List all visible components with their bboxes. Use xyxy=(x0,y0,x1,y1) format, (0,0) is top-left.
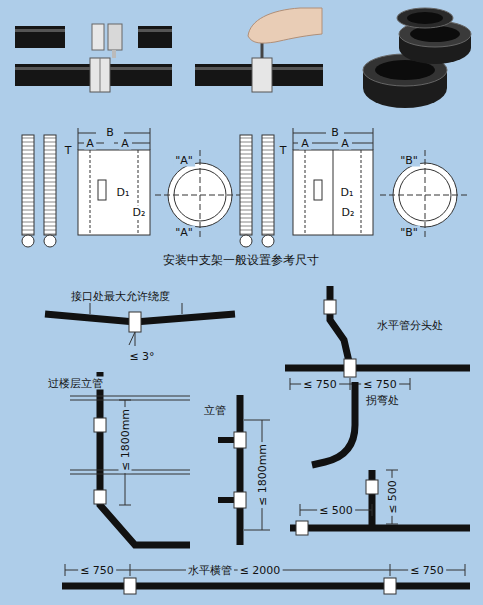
dimension-label: ≤ 750 xyxy=(361,378,399,391)
dimension-label: 过楼层立管 xyxy=(46,377,105,390)
dimension-letter: D₂ xyxy=(131,206,148,219)
dimension-label: ≤ 1800mm xyxy=(256,442,269,508)
dimension-label: ≤ 2000 xyxy=(238,564,283,577)
dimension-letter: D₁ xyxy=(339,186,356,199)
dimension-label: ≤ 750 xyxy=(301,378,339,391)
dimension-label: ≤ 750 xyxy=(408,564,446,577)
dimension-letter: A xyxy=(84,137,96,150)
dimension-label: ≤ 750 xyxy=(78,564,116,577)
dimension-letter: "B" xyxy=(398,154,420,167)
dimension-letter: "A" xyxy=(173,226,195,239)
dimension-letter: D₁ xyxy=(115,186,132,199)
dimension-letter: T xyxy=(63,144,74,157)
dimension-label: 拐弯处 xyxy=(364,394,401,407)
dimension-label: ≤ 3° xyxy=(127,350,156,363)
dimension-letter: "B" xyxy=(398,226,420,239)
dimension-label: 水平管分头处 xyxy=(375,319,445,332)
coupling-photo xyxy=(363,8,471,108)
coupling-drawing xyxy=(22,128,470,247)
dimension-label: ≤ 500 xyxy=(317,504,355,517)
dimension-letter: "A" xyxy=(173,154,195,167)
dimension-letter: A xyxy=(299,137,311,150)
dimension-label: 立管 xyxy=(202,404,228,417)
dimension-letter: T xyxy=(278,144,289,157)
dimension-label: 水平横管 xyxy=(186,564,234,577)
title: 安装中支架一般设置参考尺寸 xyxy=(163,253,319,268)
dimension-label: ≤ 500 xyxy=(386,478,399,516)
pipe-photo xyxy=(15,8,323,92)
dimension-label: ≤ 1800mm xyxy=(119,407,132,473)
pipe-support-diagram xyxy=(45,286,470,594)
dimension-letter: B xyxy=(104,126,116,139)
dimension-letter: D₂ xyxy=(340,206,357,219)
dimension-letter: A xyxy=(119,137,131,150)
dimension-letter: A xyxy=(339,137,351,150)
dimension-label: 接口处最大允许绕度 xyxy=(69,290,172,303)
